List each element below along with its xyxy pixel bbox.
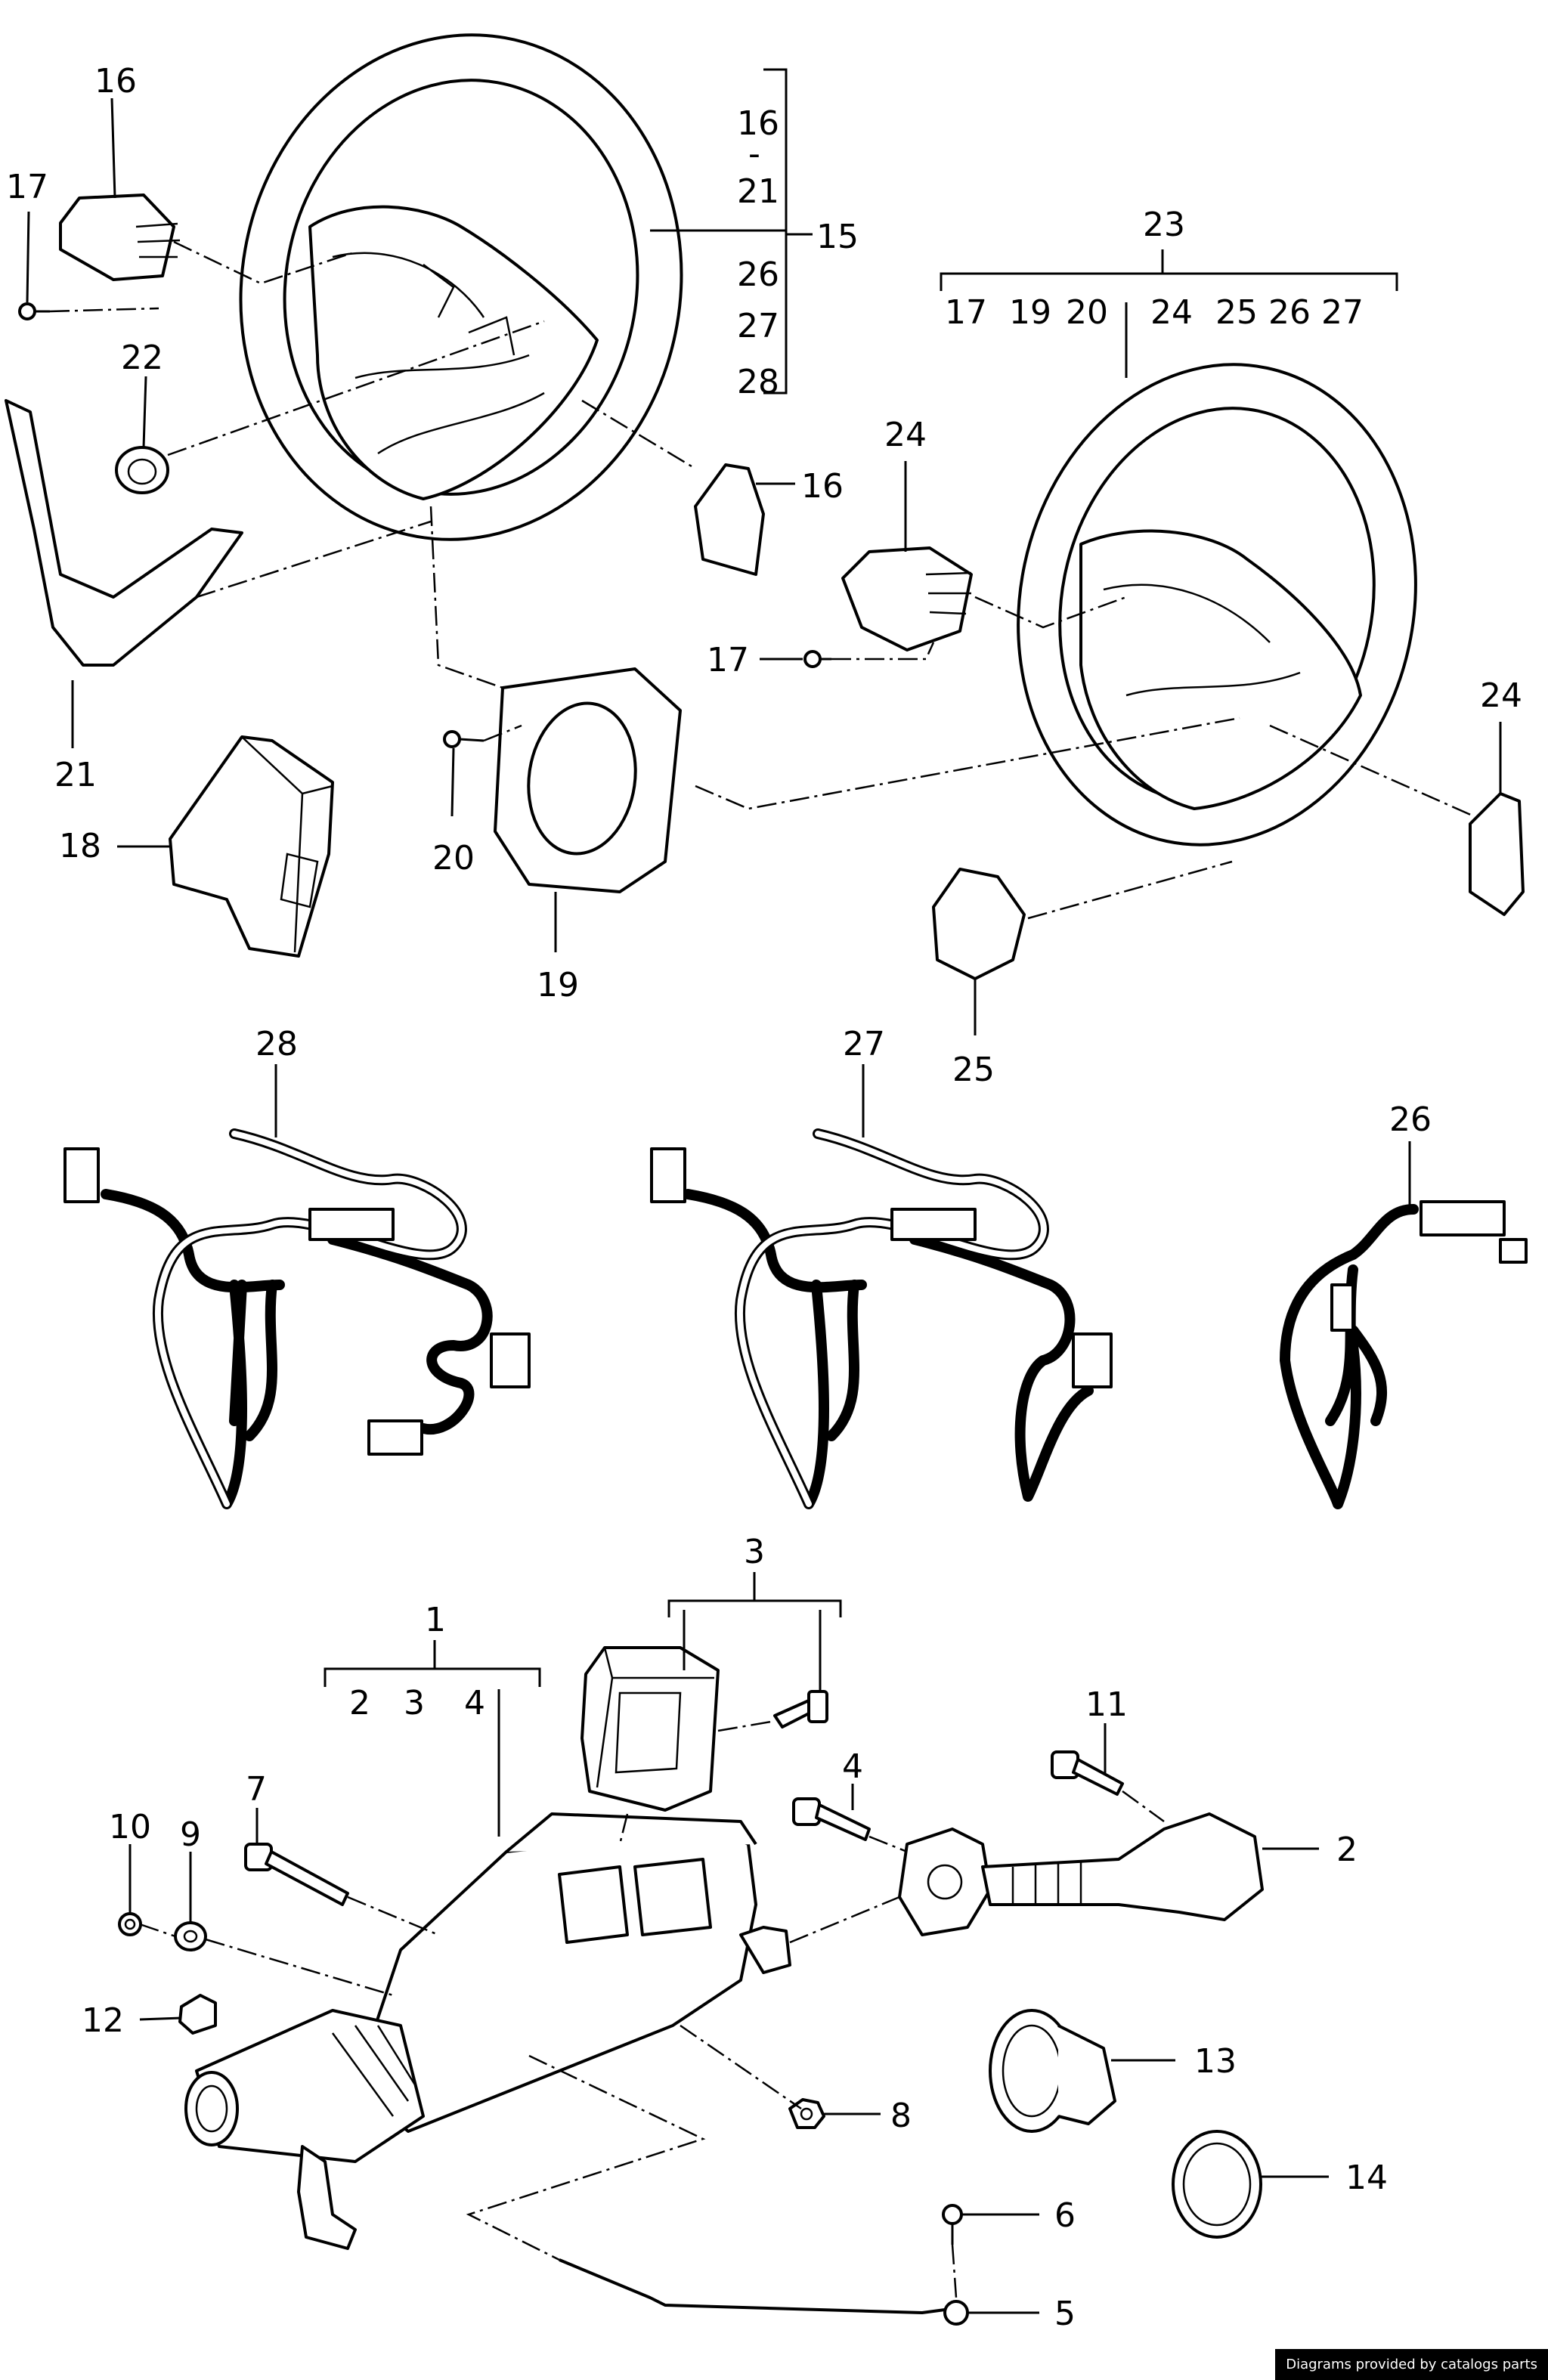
label-14: 14 <box>1345 2159 1388 2197</box>
group-23-item: 17 <box>945 293 987 332</box>
label-10: 10 <box>109 1808 151 1846</box>
label-17: 17 <box>6 168 48 206</box>
label-13: 13 <box>1194 2042 1237 2081</box>
shaft-2 <box>898 1812 1264 1936</box>
group-23-item: 20 <box>1066 293 1108 332</box>
group-15-item: 27 <box>737 307 779 345</box>
label-24: 24 <box>1480 676 1522 715</box>
label-5: 5 <box>1054 2295 1076 2333</box>
callout-labels: 16 17 22 21 16 18 20 19 15 16 - 21 26 27… <box>6 62 1522 2333</box>
module-3 <box>580 1646 720 1812</box>
label-16: 16 <box>94 62 137 101</box>
group-23-item: 27 <box>1321 293 1364 332</box>
pad-16-left <box>59 193 181 281</box>
group-1-item: 2 <box>349 1684 370 1722</box>
clip-12 <box>178 1994 217 2035</box>
steering-wheel-15 <box>239 33 683 541</box>
label-24: 24 <box>884 416 927 454</box>
label-28: 28 <box>255 1025 298 1063</box>
label-1: 1 <box>425 1601 446 1639</box>
nut-10 <box>118 1912 142 1936</box>
label-19: 19 <box>537 966 579 1004</box>
group-23-item: 24 <box>1150 293 1193 332</box>
label-22: 22 <box>121 339 163 377</box>
cap-14 <box>1172 2130 1262 2239</box>
bolt-11 <box>1051 1750 1124 1796</box>
bolt-6 <box>942 2204 963 2245</box>
label-2: 2 <box>1336 1831 1358 1869</box>
steering-wheel-23 <box>1017 363 1417 846</box>
trim-21 <box>5 399 243 667</box>
label-17: 17 <box>707 641 749 679</box>
group-23-item: 25 <box>1215 293 1258 332</box>
label-26: 26 <box>1389 1100 1432 1139</box>
screw-17-right <box>803 650 831 668</box>
bolt-4 <box>792 1797 871 1841</box>
harness-27 <box>650 1128 1113 1509</box>
cable-5 <box>559 2258 969 2326</box>
bolt-3 <box>773 1690 828 1729</box>
label-18: 18 <box>59 827 101 865</box>
group-15-item: 28 <box>737 363 779 401</box>
washer-9 <box>174 1921 207 1951</box>
pad-24-right <box>1469 792 1525 916</box>
pad-16-right <box>694 463 765 576</box>
bolt-7 <box>244 1843 349 1906</box>
pad-24-left <box>841 546 973 651</box>
pad-25 <box>932 868 1026 980</box>
label-12: 12 <box>82 2001 124 2040</box>
label-11: 11 <box>1085 1685 1128 1724</box>
group-23-item: 26 <box>1268 293 1311 332</box>
group-1-item: 3 <box>404 1684 425 1722</box>
label-20: 20 <box>432 839 475 877</box>
harness-26 <box>1280 1200 1528 1509</box>
label-8: 8 <box>890 2097 912 2135</box>
label-27: 27 <box>843 1025 885 1063</box>
screw-20 <box>443 730 485 748</box>
label-7: 7 <box>246 1770 267 1809</box>
boot-13 <box>989 2009 1116 2133</box>
group-23-item: 19 <box>1009 293 1051 332</box>
group-15-item: 21 <box>737 172 779 211</box>
label-25: 25 <box>952 1051 995 1089</box>
module-18 <box>169 735 334 958</box>
label-21: 21 <box>54 756 97 794</box>
nut-22 <box>115 446 169 494</box>
group-1-item: 4 <box>464 1684 485 1722</box>
group-15-item: 16 <box>737 104 779 143</box>
label-3: 3 <box>744 1533 765 1571</box>
screw-17-left <box>18 302 50 320</box>
label-6: 6 <box>1054 2196 1076 2235</box>
label-16: 16 <box>801 467 844 506</box>
steering-column <box>184 1812 791 2250</box>
group-15-item: - <box>748 135 760 173</box>
label-9: 9 <box>180 1815 201 1854</box>
harness-28 <box>63 1128 531 1509</box>
credit-banner: Diagrams provided by catalogs parts <box>1275 2349 1548 2380</box>
bracket-19 <box>494 667 682 893</box>
group-15-item: 26 <box>737 255 779 294</box>
label-15: 15 <box>816 218 859 256</box>
label-4: 4 <box>842 1747 863 1786</box>
label-23: 23 <box>1143 206 1185 244</box>
